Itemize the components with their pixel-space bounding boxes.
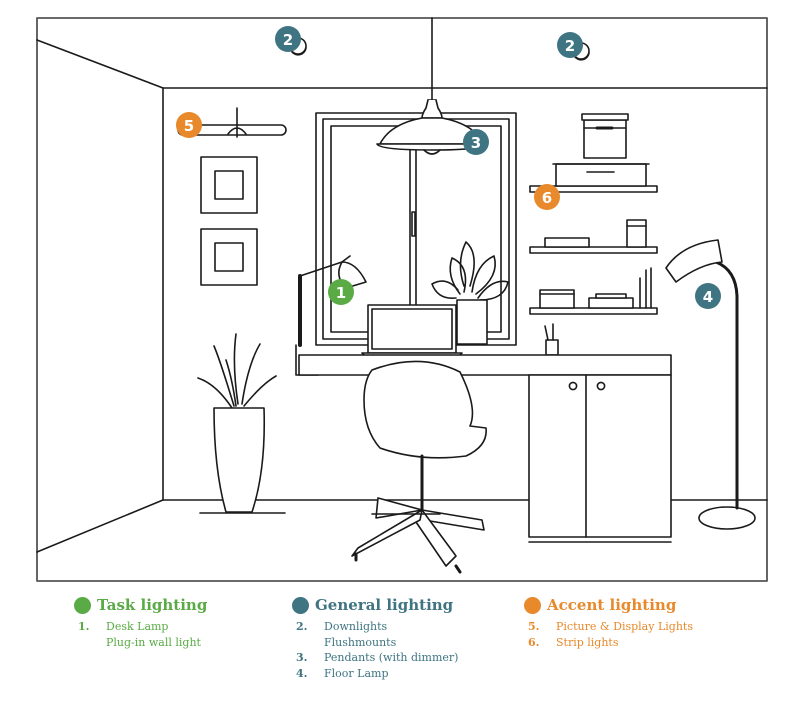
legend-general-header: General lighting bbox=[292, 594, 522, 616]
legend-accent-header: Accent lighting bbox=[524, 594, 764, 616]
legend-item-label: Floor Lamp bbox=[324, 666, 389, 680]
legend-item-number: 5. bbox=[528, 620, 540, 633]
legend-task-title: Task lighting bbox=[97, 596, 208, 614]
badge-downlight-right: 2 bbox=[557, 32, 583, 58]
general-dot-icon bbox=[292, 596, 309, 614]
wall-frame-bottom bbox=[200, 228, 258, 286]
legend-item-label: Picture & Display Lights bbox=[556, 620, 693, 633]
laptop bbox=[361, 304, 463, 358]
badge-pendant: 3 bbox=[463, 129, 489, 155]
legend-item: 5. Picture & Display Lights bbox=[524, 619, 764, 635]
legend-item-sublabel: Plug-in wall light bbox=[106, 635, 201, 649]
badge-strip-light: 6 bbox=[534, 184, 560, 210]
legend-item-number: 1. bbox=[78, 620, 90, 633]
room-illustration: 1 2 2 3 4 5 6 bbox=[36, 17, 768, 582]
svg-text:3: 3 bbox=[471, 134, 481, 152]
svg-text:5: 5 bbox=[184, 117, 194, 135]
shelf-top bbox=[529, 113, 658, 193]
legend-item: 4. Floor Lamp bbox=[292, 666, 522, 682]
svg-text:2: 2 bbox=[283, 31, 293, 49]
legend-general: General lighting 2. Downlights Flushmoun… bbox=[292, 594, 522, 681]
legend-task-list: 1. Desk Lamp Plug-in wall light bbox=[74, 619, 294, 650]
shelf-middle bbox=[529, 219, 658, 254]
legend-item-number: 3. bbox=[296, 651, 308, 664]
legend-item-number: 6. bbox=[528, 635, 540, 649]
svg-text:4: 4 bbox=[703, 288, 713, 306]
badge-desk-lamp: 1 bbox=[328, 279, 354, 305]
floor-plant bbox=[197, 333, 277, 513]
task-dot-icon bbox=[74, 596, 91, 614]
legend-item: 1. Desk Lamp bbox=[74, 619, 294, 635]
legend-accent-title: Accent lighting bbox=[547, 596, 677, 614]
badge-downlight-left: 2 bbox=[275, 26, 301, 52]
legend-item-label: Downlights bbox=[324, 620, 388, 633]
pen-cup bbox=[544, 323, 559, 356]
badge-picture-light: 5 bbox=[176, 112, 202, 138]
desk-plant bbox=[431, 241, 509, 345]
legend-item: 2. Downlights bbox=[292, 619, 522, 635]
svg-text:1: 1 bbox=[336, 284, 346, 302]
legend-item-label: Strip lights bbox=[556, 635, 619, 649]
shelf-bottom bbox=[529, 267, 658, 315]
legend-general-list: 2. Downlights Flushmounts 3. Pendants (w… bbox=[292, 619, 522, 681]
badge-floor-lamp: 4 bbox=[695, 283, 721, 309]
legend-item: 6. Strip lights bbox=[524, 635, 764, 651]
legend-accent-list: 5. Picture & Display Lights 6. Strip lig… bbox=[524, 619, 764, 650]
wall-frame-top bbox=[200, 156, 258, 214]
legend-item-sublabel: Flushmounts bbox=[324, 635, 397, 649]
chair bbox=[351, 360, 487, 574]
svg-text:2: 2 bbox=[565, 37, 575, 55]
legend-general-title: General lighting bbox=[315, 596, 454, 614]
svg-text:6: 6 bbox=[542, 189, 552, 207]
legend-task-header: Task lighting bbox=[74, 594, 294, 616]
floor-lamp bbox=[665, 239, 756, 530]
legend-item-number: 4. bbox=[296, 666, 308, 680]
legend-accent: Accent lighting 5. Picture & Display Lig… bbox=[524, 594, 764, 650]
legend-item-label: Pendants (with dimmer) bbox=[324, 651, 459, 664]
legend-item-number: 2. bbox=[296, 620, 308, 633]
desk bbox=[298, 354, 672, 543]
legend-item: 3. Pendants (with dimmer) bbox=[292, 650, 522, 666]
accent-dot-icon bbox=[524, 596, 541, 614]
legend-task: Task lighting 1. Desk Lamp Plug-in wall … bbox=[74, 594, 294, 650]
legend-item-label: Desk Lamp bbox=[106, 620, 169, 633]
